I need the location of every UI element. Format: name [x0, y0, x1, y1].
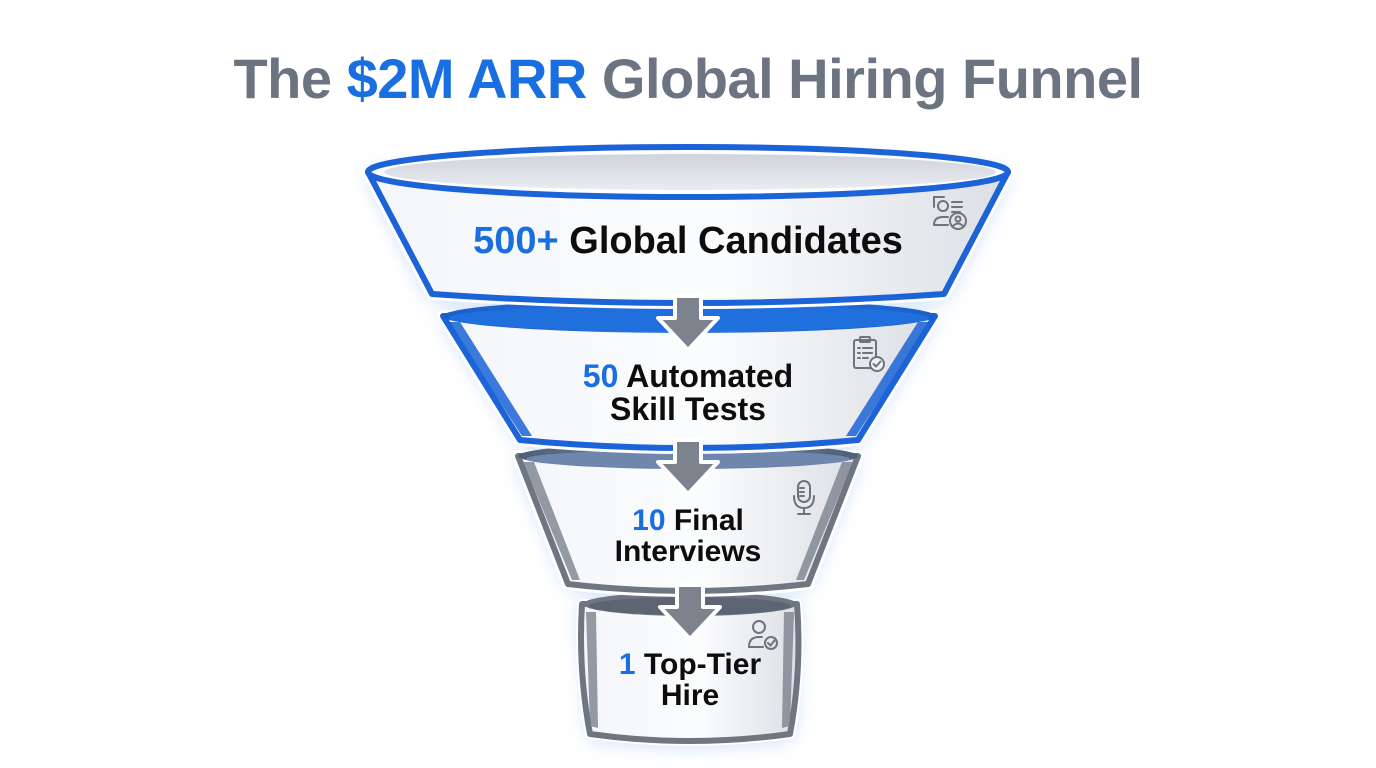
funnel-stage-3 — [512, 443, 864, 597]
stage-1-label: 500+ Global Candidates — [388, 222, 988, 261]
stage-4-label: 1 Top-Tier Hire — [590, 648, 790, 712]
title-accent: $2M ARR — [346, 47, 588, 110]
stage-4-number: 1 — [618, 648, 636, 681]
stage-1-number: 500+ — [473, 220, 559, 262]
stage-2-text-line2: Skill Tests — [610, 390, 766, 427]
title-prefix: The — [233, 47, 347, 110]
stage-2-text-line1: Automated — [618, 358, 794, 394]
user-check-icon — [748, 620, 778, 650]
stage-3-number: 10 — [632, 504, 666, 537]
down-arrow-icon — [658, 583, 722, 641]
stage-1-text: Global Candidates — [558, 220, 903, 262]
stage-3-text-line2: Interviews — [614, 534, 762, 568]
clipboard-check-icon — [853, 336, 885, 372]
title-suffix: Global Hiring Funnel — [586, 47, 1143, 110]
microphone-icon — [793, 480, 815, 515]
down-arrow-icon — [656, 438, 720, 496]
stage-3-text-line1: Final — [665, 504, 744, 537]
stage-4-text-line1: Top-Tier — [635, 648, 762, 681]
stage-2-number: 50 — [582, 358, 619, 394]
candidate-profile-icon — [933, 196, 967, 230]
stage-2-label: 50 Automated Skill Tests — [488, 360, 888, 425]
stage-4-text-line2: Hire — [660, 678, 720, 712]
down-arrow-icon — [656, 294, 720, 352]
page-title: The $2M ARR Global Hiring Funnel — [0, 46, 1376, 111]
stage-3-label: 10 Final Interviews — [538, 504, 838, 568]
